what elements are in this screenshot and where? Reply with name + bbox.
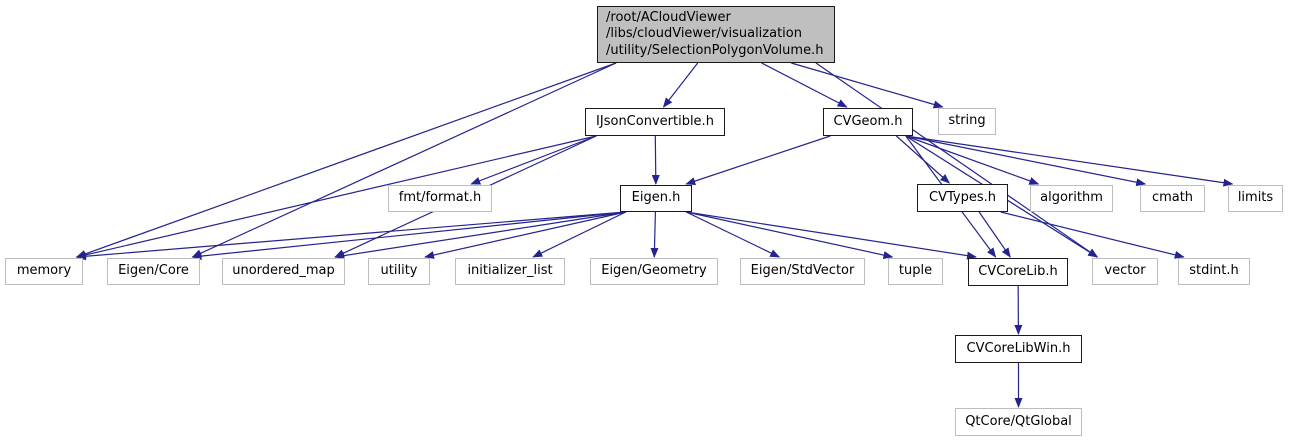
include-edge-eigenh-eigengeometry — [650, 211, 659, 258]
graph-node-memory: memory — [5, 258, 83, 285]
graph-node-tuple: tuple — [888, 258, 943, 285]
graph-node-vector: vector — [1092, 258, 1158, 285]
include-edge-root-memory — [75, 62, 617, 258]
include-edge-eigenh-unorderedmap — [334, 211, 626, 260]
graph-node-fmt: fmt/format.h — [388, 185, 492, 212]
include-edge-eigenh-cvcorelib — [686, 211, 977, 260]
include-edge-eigenh-utility — [424, 211, 626, 259]
include-edge-root-string — [791, 62, 944, 109]
include-edge-cvtypes-stdint — [1000, 211, 1185, 259]
include-edge-eigenh-eigencore — [191, 211, 626, 261]
graph-node-cmath: cmath — [1140, 185, 1205, 212]
graph-node-eigencore: Eigen/Core — [107, 258, 200, 285]
include-edge-eigenh-eigenstdvector — [685, 211, 781, 258]
include-edge-ijson-fmt — [470, 135, 597, 185]
graph-node-string: string — [938, 108, 996, 135]
include-edge-root-eigencore — [191, 62, 617, 258]
graph-node-utility: utility — [368, 258, 430, 285]
graph-node-eigenstdvector: Eigen/StdVector — [740, 258, 865, 285]
graph-node-cvgeom[interactable]: CVGeom.h — [823, 108, 913, 136]
include-edge-eigenh-memory — [75, 211, 626, 261]
include-edge-cvgeom-limits — [905, 135, 1234, 187]
include-edge-ijson-memory — [75, 135, 597, 259]
graph-node-initializerlist: initializer_list — [455, 258, 565, 285]
graph-node-cvcorelib[interactable]: CVCoreLib.h — [968, 258, 1068, 286]
graph-node-ijson[interactable]: IJsonConvertible.h — [585, 108, 725, 136]
include-edge-eigenh-initializerlist — [532, 211, 627, 258]
include-edge-root-cvgeom — [761, 62, 848, 108]
include-edge-cvgeom-cmath — [905, 135, 1147, 187]
graph-node-stdint: stdint.h — [1178, 258, 1250, 285]
include-edge-root-vector — [815, 62, 1099, 258]
graph-node-eigenh[interactable]: Eigen.h — [620, 185, 692, 212]
graph-root-node: /root/ACloudViewer /libs/cloudViewer/vis… — [597, 6, 835, 63]
include-edge-cvtypes-cvcorelib — [978, 211, 1011, 258]
include-edge-ijson-eigenh — [651, 135, 660, 185]
include-edge-root-ijson — [662, 62, 699, 108]
graph-node-qtglobal: QtCore/QtGlobal — [955, 408, 1082, 436]
graph-node-limits: limits — [1228, 185, 1283, 212]
graph-node-eigengeometry: Eigen/Geometry — [590, 258, 718, 285]
include-edge-cvgeom-eigenh — [685, 135, 831, 185]
include-edge-eigenh-tuple — [686, 211, 894, 259]
include-edge-cvgeom-algorithm — [905, 135, 1040, 185]
graph-node-unorderedmap: unordered_map — [222, 258, 345, 285]
graph-node-cvcorelibwin[interactable]: CVCoreLibWin.h — [955, 335, 1082, 363]
graph-node-algorithm: algorithm — [1030, 185, 1113, 212]
graph-node-cvtypes[interactable]: CVTypes.h — [917, 184, 1008, 212]
